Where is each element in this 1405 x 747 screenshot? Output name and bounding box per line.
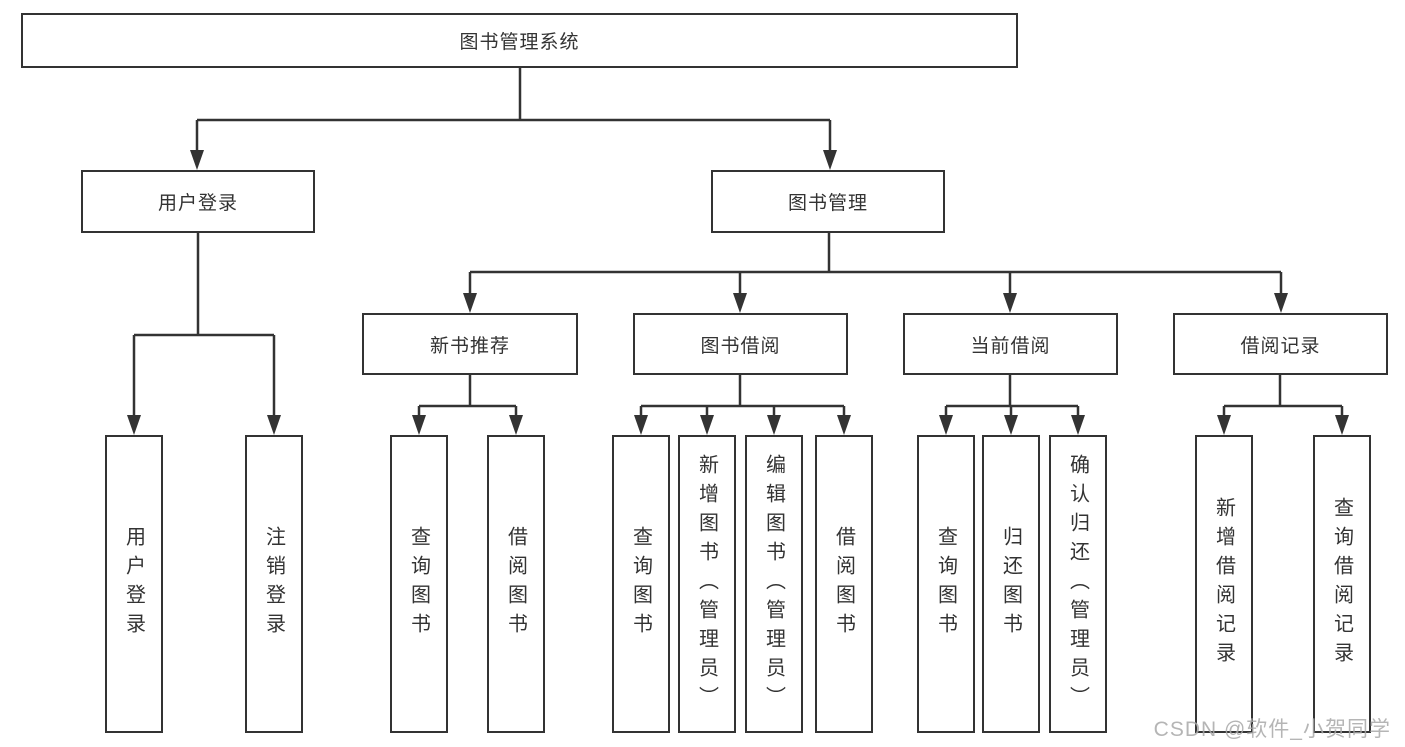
leaf-query-books-3: 查询图书 xyxy=(917,435,975,733)
leaf-query-books-1: 查询图书 xyxy=(390,435,448,733)
node-library-system-label: 图书管理系统 xyxy=(459,32,580,53)
leaf-user-login: 用户登录 xyxy=(105,435,163,733)
node-new-book-recommend: 新书推荐 xyxy=(362,313,578,375)
node-current-borrow: 当前借阅 xyxy=(903,313,1118,375)
leaf-edit-book-admin-label: 编辑图书（管理员） xyxy=(762,453,785,715)
leaf-borrow-books-1-label: 借阅图书 xyxy=(504,526,527,642)
leaf-return-book: 归还图书 xyxy=(982,435,1040,733)
leaf-query-borrow-record: 查询借阅记录 xyxy=(1313,435,1371,733)
connector-borrow-records-branch xyxy=(1217,375,1349,435)
leaf-user-login-label: 用户登录 xyxy=(122,526,145,642)
leaf-add-book-admin: 新增图书（管理员） xyxy=(678,435,736,733)
connector-user-login-branch xyxy=(127,233,281,435)
leaf-logout-label: 注销登录 xyxy=(262,526,285,642)
connector-root-to-level2 xyxy=(190,68,837,170)
leaf-borrow-books-2: 借阅图书 xyxy=(815,435,873,733)
node-book-management-label: 图书管理 xyxy=(787,193,868,214)
node-library-system: 图书管理系统 xyxy=(21,13,1018,68)
node-borrow-records: 借阅记录 xyxy=(1173,313,1388,375)
leaf-confirm-return-admin: 确认归还（管理员） xyxy=(1049,435,1107,733)
node-book-borrow-label: 图书借阅 xyxy=(700,335,781,357)
leaf-return-book-label: 归还图书 xyxy=(999,526,1022,642)
leaf-query-books-3-label: 查询图书 xyxy=(934,526,957,642)
leaf-confirm-return-admin-label: 确认归还（管理员） xyxy=(1066,453,1089,715)
leaf-add-borrow-record-label: 新增借阅记录 xyxy=(1212,497,1235,671)
leaf-query-books-2: 查询图书 xyxy=(612,435,670,733)
node-current-borrow-label: 当前借阅 xyxy=(970,335,1051,357)
leaf-add-book-admin-label: 新增图书（管理员） xyxy=(695,453,718,715)
node-borrow-records-label: 借阅记录 xyxy=(1240,335,1321,357)
leaf-logout: 注销登录 xyxy=(245,435,303,733)
node-new-book-recommend-label: 新书推荐 xyxy=(429,335,510,357)
leaf-borrow-books-1: 借阅图书 xyxy=(487,435,545,733)
leaf-query-books-1-label: 查询图书 xyxy=(407,526,430,642)
node-user-login-label: 用户登录 xyxy=(157,193,238,214)
connector-book-borrow-branch xyxy=(634,375,851,435)
connector-book-management-branch xyxy=(463,233,1288,313)
connector-new-book-branch xyxy=(412,375,523,435)
node-book-borrow: 图书借阅 xyxy=(633,313,848,375)
leaf-add-borrow-record: 新增借阅记录 xyxy=(1195,435,1253,733)
node-book-management: 图书管理 xyxy=(711,170,945,233)
leaf-borrow-books-2-label: 借阅图书 xyxy=(832,526,855,642)
node-user-login: 用户登录 xyxy=(81,170,315,233)
leaf-query-borrow-record-label: 查询借阅记录 xyxy=(1330,497,1353,671)
connector-current-borrow-branch xyxy=(939,375,1085,435)
leaf-query-books-2-label: 查询图书 xyxy=(629,526,652,642)
leaf-edit-book-admin: 编辑图书（管理员） xyxy=(745,435,803,733)
